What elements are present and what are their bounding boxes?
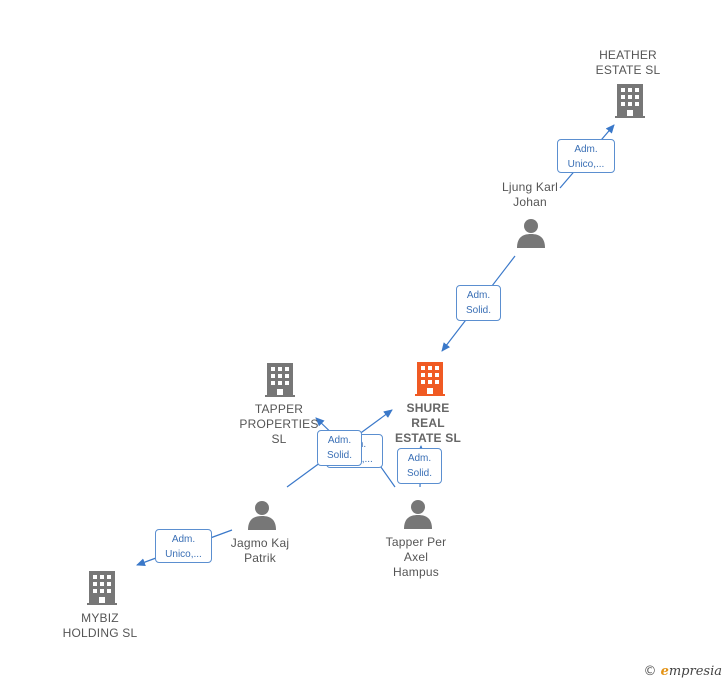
edge-label-ljung-shure[interactable]: Adm. Solid. xyxy=(456,285,501,321)
node-label-heather-estate[interactable]: HEATHER ESTATE SL xyxy=(595,48,661,77)
edge-label-tapperper-shure[interactable]: Adm. Solid. xyxy=(397,448,442,484)
person-icon[interactable] xyxy=(404,500,432,529)
building-icon[interactable] xyxy=(265,363,295,397)
building-icon[interactable] xyxy=(87,571,117,605)
building-icon[interactable] xyxy=(615,84,645,118)
copyright-icon: © xyxy=(643,664,657,679)
node-label-ljung-karl-johan[interactable]: Ljung Karl Johan xyxy=(501,180,559,209)
node-label-jagmo-kaj-patrik[interactable]: Jagmo Kaj Patrik xyxy=(230,536,290,565)
edge-label-jagmo-mybiz[interactable]: Adm. Unico,... xyxy=(155,529,212,563)
brand-name: mpresia xyxy=(668,664,722,679)
person-icon[interactable] xyxy=(248,501,276,530)
node-label-tapper-per-axel-hampus[interactable]: Tapper Per Axel Hampus xyxy=(385,535,447,579)
empresia-logo: © empresia xyxy=(643,664,722,679)
node-label-shure-real-estate[interactable]: SHURE REAL ESTATE SL xyxy=(394,401,462,445)
person-icon[interactable] xyxy=(517,219,545,248)
edge-label-jagmo-tapper[interactable]: Adm. Solid. xyxy=(317,430,362,466)
node-label-tapper-properties[interactable]: TAPPER PROPERTIES SL xyxy=(239,402,319,446)
brand-initial: e xyxy=(660,664,669,679)
node-label-mybiz-holding[interactable]: MYBIZ HOLDING SL xyxy=(62,611,138,640)
building-icon[interactable] xyxy=(415,362,445,396)
edge-label-ljung-heather[interactable]: Adm. Unico,... xyxy=(557,139,615,173)
